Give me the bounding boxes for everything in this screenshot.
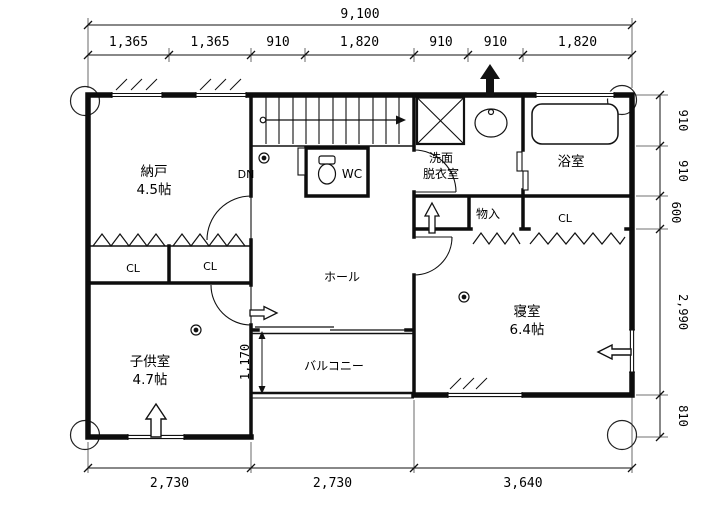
dim-top-seg-4: 1,820 <box>340 35 379 50</box>
room-label-balcony: バルコニー <box>304 359 364 373</box>
door-leaf-wc <box>297 147 306 176</box>
door-arc-kodomo <box>210 284 252 326</box>
dim-top-seg-7: 1,820 <box>558 35 597 50</box>
dim-top-seg-3: 910 <box>266 35 289 50</box>
door-arc-senmen <box>413 149 457 193</box>
folding-door-icon <box>472 231 521 246</box>
folding-door-icon <box>529 232 626 245</box>
dim-right-seg-5: 810 <box>676 405 690 427</box>
stairs-down-label: DN <box>238 168 255 181</box>
smoke-detectors <box>190 152 470 336</box>
room-label-kodomo: 子供室 <box>130 353 171 370</box>
window-gap <box>196 91 246 99</box>
doors <box>206 147 529 326</box>
airflow-small-up-arrow-icon <box>423 201 441 234</box>
door-arc-shinshitsu <box>413 236 453 276</box>
bathtub-icon <box>531 103 619 145</box>
room-labels: 納戸 4.5帖 子供室 4.7帖 寝室 6.4帖 ホール バルコニー 洗面 脱衣… <box>126 151 584 388</box>
window-icon <box>111 92 163 98</box>
smoke-detector-icon <box>190 324 202 336</box>
airflow-arrows <box>144 64 632 438</box>
room-label-senmen-2: 脱衣室 <box>423 166 459 181</box>
airflow-left-arrow-icon <box>596 343 632 361</box>
window-hatch-marks <box>449 377 488 390</box>
room-label-cl-1: CL <box>126 262 141 275</box>
smoke-detector-icon <box>258 152 270 164</box>
interior-walls <box>86 93 634 439</box>
grid-bubble-bottom-right <box>606 419 638 451</box>
smoke-detector-icon <box>458 291 470 303</box>
room-label-monoire: 物入 <box>476 207 500 221</box>
fixtures <box>317 103 619 185</box>
dim-top-total: 9,100 <box>340 7 379 22</box>
closet-folding-doors <box>92 231 626 247</box>
dimension-lines <box>88 24 661 469</box>
room-label-bath: 浴室 <box>558 153 585 170</box>
dim-bottom-seg-3: 3,640 <box>503 476 542 491</box>
room-label-cl-2: CL <box>203 260 218 273</box>
washbasin-icon <box>474 108 508 138</box>
balcony-dimension: 1,170 <box>238 331 266 394</box>
room-label-shinshitsu: 寝室 <box>514 303 541 320</box>
room-size-nando: 4.5帖 <box>137 182 172 198</box>
dim-right-seg-4: 2,990 <box>676 294 690 330</box>
door-arc-nando <box>206 195 252 241</box>
room-label-nando: 納戸 <box>141 164 168 180</box>
airflow-up-arrow-icon <box>144 402 168 438</box>
dim-arrow-down <box>258 386 266 394</box>
dim-arrow-up <box>258 331 266 339</box>
airflow-right-arrow-icon <box>249 305 279 321</box>
dim-top-seg-1: 1,365 <box>109 35 148 50</box>
stair-direction-arrow <box>396 115 406 125</box>
dim-top-seg-2: 1,365 <box>190 35 229 50</box>
room-size-shinshitsu: 6.4帖 <box>510 322 545 338</box>
folding-door-icon <box>92 233 166 247</box>
dimension-text-bottom: 2,730 2,730 3,640 <box>150 476 543 491</box>
dim-top-seg-5: 910 <box>429 35 452 50</box>
window-gap <box>628 330 636 372</box>
x-cross-icon <box>416 97 465 145</box>
room-label-hall: ホール <box>324 270 360 284</box>
dim-right-seg-3: 600 <box>669 202 683 224</box>
balcony-railing <box>251 391 414 399</box>
dimension-ticks <box>83 20 665 473</box>
dim-bottom-seg-2: 2,730 <box>313 476 352 491</box>
dimension-text-right: 910 910 600 2,990 810 <box>669 110 690 427</box>
room-label-wc: WC <box>342 167 362 181</box>
toilet-icon <box>317 155 337 185</box>
window-hatch-marks <box>115 78 158 91</box>
sliding-door-bath-2 <box>522 170 529 191</box>
room-label-cl-3: CL <box>558 212 573 225</box>
grid-bubbles <box>69 84 638 451</box>
balcony-sliding-door <box>255 326 409 331</box>
room-label-senmen-1: 洗面 <box>429 151 453 165</box>
dimension-text-top: 9,100 1,365 1,365 910 1,820 910 910 1,82… <box>109 7 597 50</box>
stair-direction-start <box>259 116 267 124</box>
window-gap <box>536 91 614 99</box>
window-hatch-marks <box>199 78 242 91</box>
room-size-kodomo: 4.7帖 <box>133 372 168 388</box>
staircase <box>259 97 406 144</box>
sliding-door-bath-1 <box>516 151 523 172</box>
window-icon <box>535 92 615 98</box>
dim-right-seg-1: 910 <box>676 110 690 132</box>
window-gap <box>448 391 522 399</box>
exhaust-arrow-icon <box>480 64 500 96</box>
window-gap <box>112 91 162 99</box>
dim-top-seg-6: 910 <box>484 35 507 50</box>
folding-door-icon <box>172 233 246 247</box>
window-icon <box>447 392 523 398</box>
dim-right-seg-2: 910 <box>676 160 690 182</box>
dim-bottom-seg-1: 2,730 <box>150 476 189 491</box>
grid-bubble-top-left <box>69 85 101 117</box>
grid-bubble-top-right <box>606 84 638 116</box>
window-icon <box>195 92 247 98</box>
dim-balcony-depth: 1,170 <box>238 344 252 380</box>
